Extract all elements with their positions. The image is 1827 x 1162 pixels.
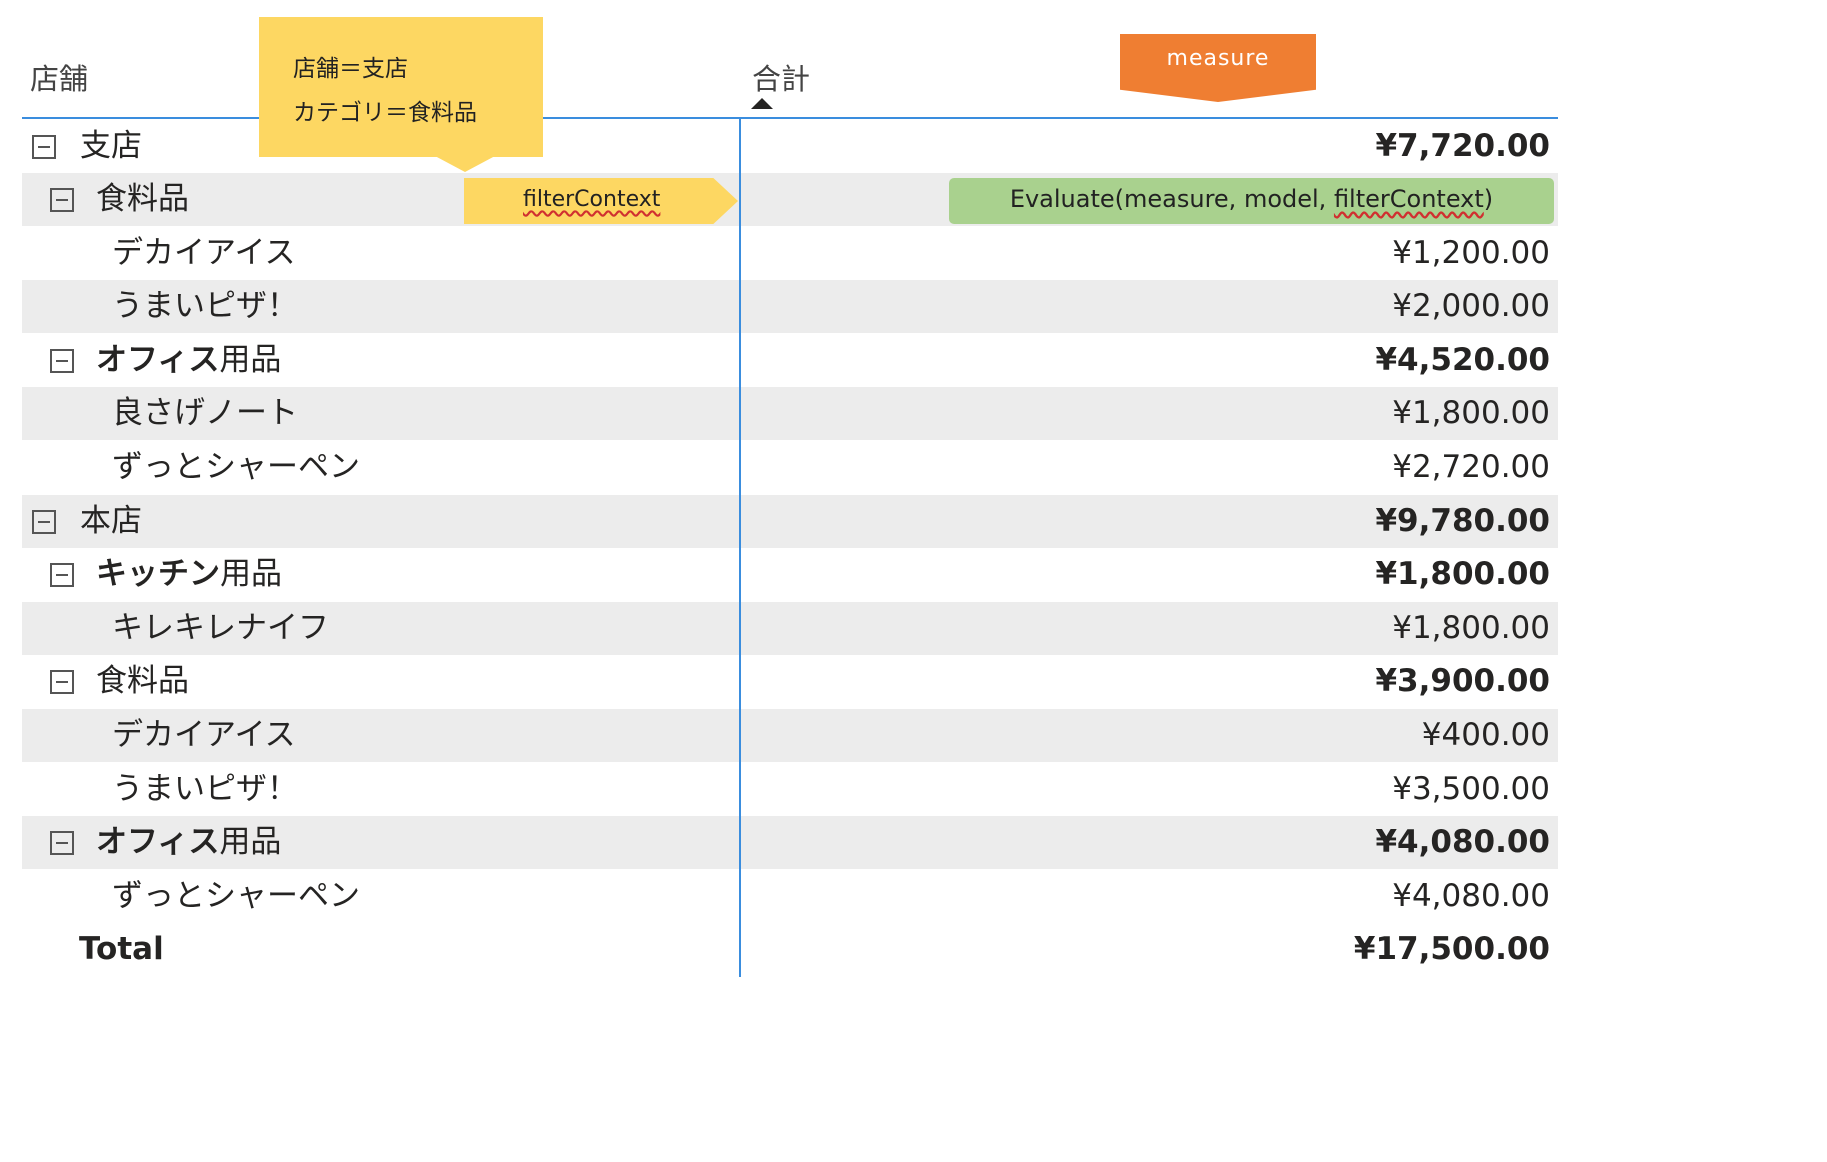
evaluate-arg: filterContext (1333, 185, 1484, 213)
measure-label-shape: measure (1120, 34, 1316, 102)
row-label: ずっとシャーペン (112, 878, 360, 914)
row-label-rest: 用品 (220, 556, 282, 592)
callout-pointer (435, 156, 495, 172)
row-label: キッチン用品 (96, 548, 282, 601)
store-column-header[interactable]: 店舗 (30, 62, 89, 96)
row-label: オフィス用品 (96, 816, 281, 869)
row-label-bold: オフィス (96, 824, 220, 860)
row-value: ¥3,500.00 (1392, 771, 1550, 807)
table-row: 良さげノート ¥1,800.00 (22, 387, 1558, 440)
row-value: ¥4,520.00 (1375, 342, 1550, 378)
table-row: 支店 ¥7,720.00 (22, 120, 1558, 173)
row-label: ずっとシャーペン (112, 449, 360, 485)
table-row: デカイアイス ¥1,200.00 (22, 227, 1558, 280)
table-row: 食料品 ¥3,900.00 (22, 655, 1558, 708)
row-label: 良さげノート (112, 395, 298, 431)
row-value: ¥4,080.00 (1392, 878, 1550, 914)
row-label: オフィス用品 (96, 334, 281, 387)
table-row: ずっとシャーペン ¥2,720.00 (22, 441, 1558, 494)
collapse-icon[interactable] (50, 670, 74, 694)
row-label: デカイアイス (112, 717, 296, 753)
table-row: 本店 ¥9,780.00 (22, 495, 1558, 548)
row-value: ¥2,000.00 (1392, 288, 1550, 324)
collapse-icon[interactable] (50, 831, 74, 855)
row-value: ¥2,720.00 (1392, 449, 1550, 485)
row-value: ¥400.00 (1421, 717, 1550, 753)
row-label: 食料品 (96, 181, 189, 217)
row-label: デカイアイス (112, 235, 296, 271)
row-value: ¥4,080.00 (1375, 824, 1550, 860)
collapse-icon[interactable] (32, 510, 56, 534)
row-label: 食料品 (96, 663, 189, 699)
sort-ascending-icon[interactable] (751, 98, 773, 109)
total-column-header[interactable]: 合計 (752, 62, 811, 96)
row-value: ¥1,200.00 (1392, 235, 1550, 271)
row-label-bold: オフィス (96, 342, 220, 378)
evaluate-expression-box: Evaluate(measure, model, filterContext) (949, 178, 1554, 224)
evaluate-expression: Evaluate(measure, model, filterContext) (949, 185, 1554, 213)
collapse-icon[interactable] (50, 563, 74, 587)
table-row: デカイアイス ¥400.00 (22, 709, 1558, 762)
row-value: ¥3,900.00 (1375, 663, 1550, 699)
table-row: キレキレナイフ ¥1,800.00 (22, 602, 1558, 655)
row-label: うまいピザ！ (112, 771, 298, 807)
row-label-rest: 用品 (219, 342, 282, 378)
evaluate-prefix: Evaluate(measure, model, (1009, 185, 1334, 213)
row-label-bold: キッチン (96, 556, 220, 592)
table-row: オフィス用品 ¥4,080.00 (22, 816, 1558, 869)
header-divider (22, 117, 1558, 119)
row-label: キレキレナイフ (112, 610, 329, 646)
collapse-icon[interactable] (50, 349, 74, 373)
measure-label: measure (1166, 46, 1270, 71)
callout-line-store: 店舗＝支店 (293, 56, 408, 82)
row-value: ¥9,780.00 (1375, 503, 1550, 539)
column-divider (739, 117, 741, 977)
collapse-icon[interactable] (32, 135, 56, 159)
filter-context-label: filterContext (523, 187, 661, 212)
row-value: ¥7,720.00 (1375, 128, 1550, 164)
collapse-icon[interactable] (50, 188, 74, 212)
table-row: うまいピザ！ ¥3,500.00 (22, 763, 1558, 816)
row-value: ¥1,800.00 (1375, 556, 1550, 592)
row-label-rest: 用品 (219, 824, 282, 860)
row-label: 本店 (80, 503, 142, 539)
table-row: キッチン用品 ¥1,800.00 (22, 548, 1558, 601)
row-value: ¥1,800.00 (1392, 610, 1550, 646)
table-row: オフィス用品 ¥4,520.00 (22, 334, 1558, 387)
filter-callout: 店舗＝支店 カテゴリ＝食料品 (259, 17, 543, 157)
row-label: うまいピザ！ (112, 288, 298, 324)
table-row: うまいピザ！ ¥2,000.00 (22, 280, 1558, 333)
filter-context-arrow: filterContext (464, 178, 738, 224)
callout-line-category: カテゴリ＝食料品 (293, 100, 477, 126)
total-label: Total (79, 931, 164, 967)
evaluate-suffix: ) (1483, 185, 1494, 213)
total-row: Total ¥17,500.00 (22, 923, 1558, 976)
row-value: ¥1,800.00 (1392, 395, 1550, 431)
row-label: 支店 (80, 128, 142, 164)
table-row: ずっとシャーペン ¥4,080.00 (22, 870, 1558, 923)
grand-total-value: ¥17,500.00 (1353, 931, 1550, 967)
